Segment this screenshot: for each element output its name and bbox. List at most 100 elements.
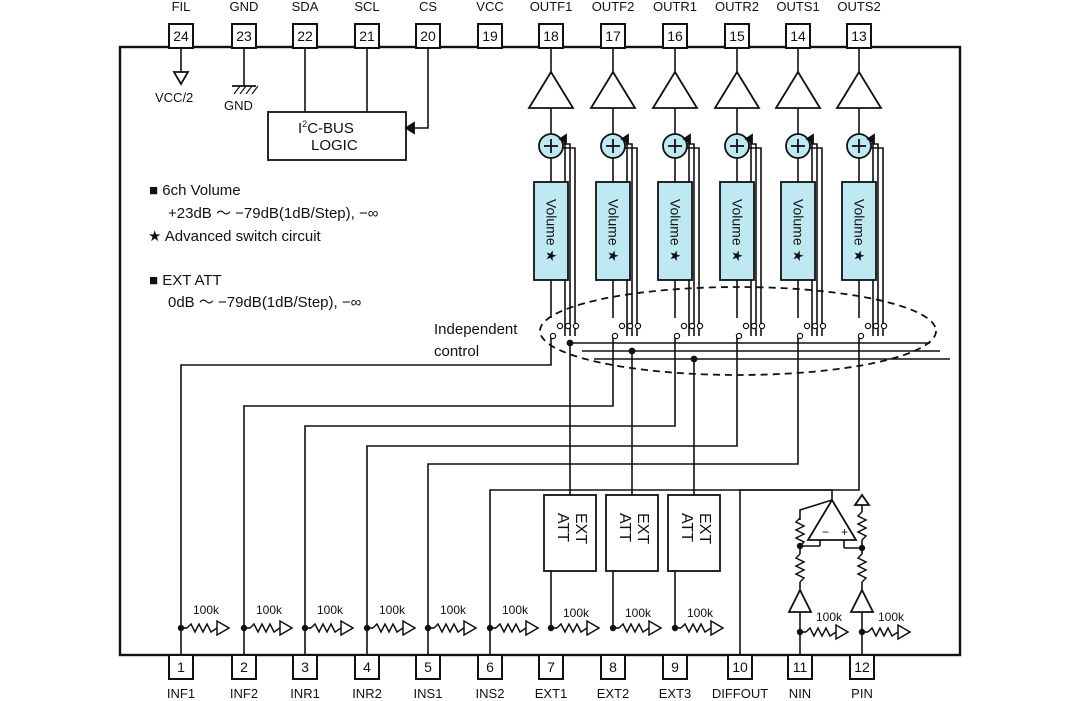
- top-pin-20: 20: [415, 23, 441, 49]
- wire: [747, 147, 762, 336]
- switch-node: [673, 332, 681, 340]
- ext-att-block: [605, 494, 659, 572]
- top-pin-label-fil: FIL: [171, 0, 191, 14]
- bottom-pin-label-inf2: INF2: [229, 686, 259, 701]
- i2c-logic-box: [267, 111, 407, 161]
- top-pin-label-vcc: VCC: [476, 0, 504, 14]
- junction: [609, 624, 617, 632]
- ext-att-label: EXT: [572, 513, 589, 545]
- gnd-hatch: [239, 85, 247, 95]
- switch-node: [680, 322, 688, 330]
- vref-symbol: [216, 619, 231, 637]
- ext-att-label: ATT: [554, 513, 571, 543]
- ext-att-label: ATT: [678, 513, 695, 543]
- ext-att-label: EXT: [634, 513, 651, 545]
- resistor: [805, 626, 837, 638]
- top-pin-13: 13: [846, 23, 872, 49]
- bottom-pin-5: 5: [415, 654, 441, 680]
- arrowhead: [744, 133, 753, 145]
- output-buffer: [774, 70, 822, 109]
- resistor-label: 100k: [563, 606, 590, 620]
- independent-control-ellipse: [539, 286, 937, 376]
- bottom-pin-9: 9: [662, 654, 688, 680]
- ext-att-label: ATT: [616, 513, 633, 543]
- vref-symbol: [897, 623, 912, 641]
- bottom-pin-label-ext3: EXT3: [658, 686, 692, 701]
- wire: [685, 143, 695, 336]
- junction: [566, 339, 574, 347]
- output-buffer: [589, 70, 637, 109]
- ext-att-label: EXT: [696, 513, 713, 545]
- resistor: [433, 622, 465, 634]
- switch-node: [872, 322, 880, 330]
- resistor-label: 100k: [878, 610, 905, 624]
- vref-symbol: [402, 619, 417, 637]
- switch-node: [750, 322, 758, 330]
- independent-label: Independent: [434, 321, 518, 338]
- volume-label: Volume ★: [605, 198, 622, 263]
- nin-buffer: [787, 587, 813, 613]
- bottom-pin-8: 8: [600, 654, 626, 680]
- wire: [869, 143, 879, 336]
- top-pin-23: 23: [231, 23, 257, 49]
- bottom-pin-6: 6: [477, 654, 503, 680]
- bottom-pin-label-diffout: DIFFOUT: [711, 686, 769, 701]
- wire: [747, 143, 757, 336]
- bottom-pin-label-ext1: EXT1: [534, 686, 568, 701]
- bottom-pin-label-ins1: INS1: [413, 686, 443, 701]
- output-buffer: [835, 70, 883, 109]
- output-buffer: [651, 70, 699, 109]
- volume-block: [533, 181, 569, 281]
- bottom-pin-label-inf1: INF1: [166, 686, 196, 701]
- volume-label: Volume ★: [543, 198, 560, 263]
- top-pin-16: 16: [662, 23, 688, 49]
- resistor-label: 100k: [317, 603, 344, 617]
- wire: [623, 147, 638, 336]
- bottom-pin-label-inr1: INR1: [290, 686, 320, 701]
- switch-node: [857, 332, 865, 340]
- volume-block: [841, 181, 877, 281]
- vref-symbol: [586, 619, 601, 637]
- bottom-pin-10: 10: [727, 654, 753, 680]
- top-pin-22: 22: [292, 23, 318, 49]
- bottom-pin-7: 7: [538, 654, 564, 680]
- arrowhead: [404, 121, 415, 135]
- arrowhead: [620, 133, 629, 145]
- switch-node: [742, 322, 750, 330]
- arrowhead: [866, 133, 875, 145]
- bottom-pin-4: 4: [354, 654, 380, 680]
- volume-block: [780, 181, 816, 281]
- resistor: [680, 622, 712, 634]
- bottom-pin-label-nin: NIN: [788, 686, 812, 701]
- switch-node: [618, 322, 626, 330]
- top-pin-label-outs1: OUTS1: [776, 0, 820, 14]
- top-pin-label-outr1: OUTR1: [652, 0, 698, 14]
- resistor: [372, 622, 404, 634]
- resistor: [794, 553, 806, 583]
- vref-symbol: [648, 619, 663, 637]
- resistor: [186, 622, 218, 634]
- bottom-pin-label-pin: PIN: [851, 686, 873, 701]
- resistor-label: 100k: [256, 603, 283, 617]
- note-att-title: ■ EXT ATT: [149, 272, 222, 289]
- note-volume-title: ■ 6ch Volume: [149, 182, 241, 199]
- diff-opamp: [806, 498, 858, 541]
- bottom-pin-1: 1: [168, 654, 194, 680]
- bottom-pin-12: 12: [849, 654, 875, 680]
- arrowhead: [805, 133, 814, 145]
- resistor: [556, 622, 588, 634]
- vref-symbol: [340, 619, 355, 637]
- bottom-pin-label-ins2: INS2: [475, 686, 505, 701]
- volume-block: [595, 181, 631, 281]
- volume-label: Volume ★: [851, 198, 868, 263]
- resistor: [867, 626, 899, 638]
- switch-node: [564, 322, 572, 330]
- gnd-hatch: [233, 85, 241, 95]
- volume-block: [719, 181, 755, 281]
- wire: [304, 336, 676, 654]
- junction: [858, 628, 866, 636]
- top-pin-14: 14: [785, 23, 811, 49]
- resistor-label: 100k: [625, 606, 652, 620]
- wire: [623, 143, 633, 336]
